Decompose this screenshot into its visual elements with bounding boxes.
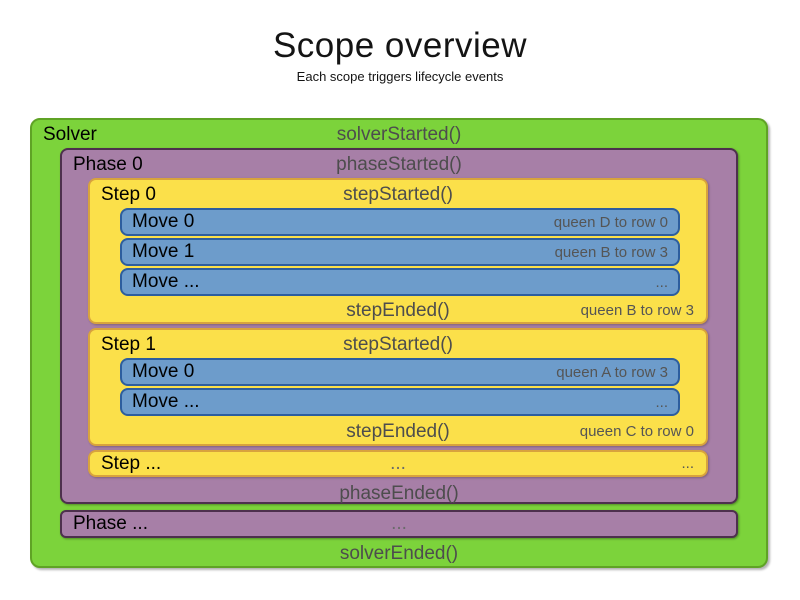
move-row: Move 0 queen A to row 3 [120, 358, 680, 386]
move-label: Move 0 [132, 361, 195, 382]
move-annotation: ... [655, 273, 668, 291]
step-0-ended-annotation: queen B to row 3 [580, 302, 694, 319]
diagram-title: Scope overview [272, 26, 528, 65]
phase-more-box: Phase ... ... [60, 510, 738, 538]
move-label: Move 0 [132, 211, 195, 232]
step-0-label: Step 0 [101, 184, 156, 205]
step-0-footer: stepEnded() queen B to row 3 [90, 300, 706, 322]
step-1-footer: stepEnded() queen C to row 0 [90, 421, 706, 443]
step-more-label: Step ... [101, 453, 162, 474]
phase-more-center-dots: ... [391, 513, 407, 534]
step-1-label: Step 1 [101, 334, 156, 355]
move-label: Move 1 [132, 241, 195, 262]
move-row: Move 0 queen D to row 0 [120, 208, 680, 236]
move-annotation: queen D to row 0 [553, 213, 668, 231]
move-annotation: ... [655, 393, 668, 411]
move-label: Move ... [132, 391, 200, 412]
move-label: Move ... [132, 271, 200, 292]
move-row: Move 1 queen B to row 3 [120, 238, 680, 266]
step-1-ended-annotation: queen C to row 0 [579, 423, 694, 440]
phase-0-header: Phase 0 phaseStarted() [62, 153, 736, 177]
step-0-scope-box: Step 0 stepStarted() Move 0 queen D to r… [88, 178, 708, 324]
step-0-ended-event: stepEnded() [346, 300, 450, 321]
step-0-header: Step 0 stepStarted() [90, 183, 706, 207]
solver-label: Solver [43, 124, 97, 145]
solver-started-event: solverStarted() [336, 124, 462, 145]
diagram-subtitle: Each scope triggers lifecycle events [296, 69, 504, 84]
phase-ended-event: phaseEnded() [339, 483, 459, 504]
move-row: Move ... ... [120, 268, 680, 296]
solver-header: Solver solverStarted() [32, 123, 766, 147]
solver-ended-event: solverEnded() [339, 543, 459, 564]
phase-more-label: Phase ... [73, 513, 148, 534]
solver-scope-box: Solver solverStarted() Phase 0 phaseStar… [30, 118, 768, 568]
phase-0-label: Phase 0 [73, 154, 143, 175]
move-row: Move ... ... [120, 388, 680, 416]
step-0-started-event: stepStarted() [343, 184, 453, 205]
step-1-ended-event: stepEnded() [346, 421, 450, 442]
phase-0-scope-box: Phase 0 phaseStarted() Step 0 stepStarte… [60, 148, 738, 504]
move-annotation: queen B to row 3 [554, 243, 668, 261]
phase-started-event: phaseStarted() [336, 154, 462, 175]
step-more-center-dots: ... [390, 453, 406, 474]
step-more-right-dots: ... [681, 455, 694, 472]
step-more-box: Step ... ... ... [88, 450, 708, 477]
step-1-scope-box: Step 1 stepStarted() Move 0 queen A to r… [88, 328, 708, 446]
step-1-started-event: stepStarted() [343, 334, 453, 355]
step-1-header: Step 1 stepStarted() [90, 333, 706, 357]
move-annotation: queen A to row 3 [556, 363, 668, 381]
